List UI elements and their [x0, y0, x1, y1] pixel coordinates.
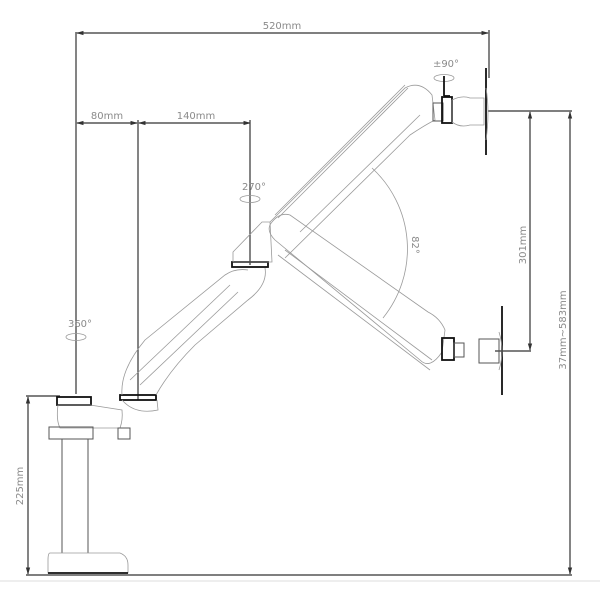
pole-assembly [0, 396, 600, 582]
label-elbow-rotation: 270° [242, 182, 266, 193]
label-base-to-arm: 80mm [91, 111, 123, 122]
elbow-joint [232, 221, 273, 263]
dimension-upper-arm-vertical: 301mm [488, 110, 572, 352]
label-height-range: 37mm~583mm [558, 290, 569, 369]
label-lower-arm: 140mm [177, 111, 216, 122]
tilt-angle-arc: 82° [371, 167, 420, 319]
label-pole-height: 225mm [15, 467, 26, 506]
rotation-base: 360° [65, 319, 92, 341]
vesa-head-bottom [441, 306, 503, 395]
label-tilt-range: 82° [409, 236, 420, 254]
label-upper-arm-vertical: 301mm [518, 226, 529, 265]
rotation-elbow: 270° [239, 182, 266, 203]
vesa-head-top [432, 68, 489, 155]
label-head-swivel: ±90° [433, 59, 459, 70]
dimension-pole-height: 225mm [15, 395, 140, 576]
upper-arm-raised [269, 84, 436, 259]
upper-arm-lowered [268, 213, 446, 371]
rotation-head-swivel: ±90° [433, 59, 459, 97]
dimension-base-to-arm: 80mm [76, 111, 139, 400]
label-base-rotation: 360° [68, 319, 92, 330]
lower-arm [119, 261, 269, 412]
dimension-height-range: 37mm~583mm [140, 111, 573, 576]
label-overall-reach: 520mm [263, 21, 302, 32]
dimension-lower-arm: 140mm [138, 111, 251, 265]
